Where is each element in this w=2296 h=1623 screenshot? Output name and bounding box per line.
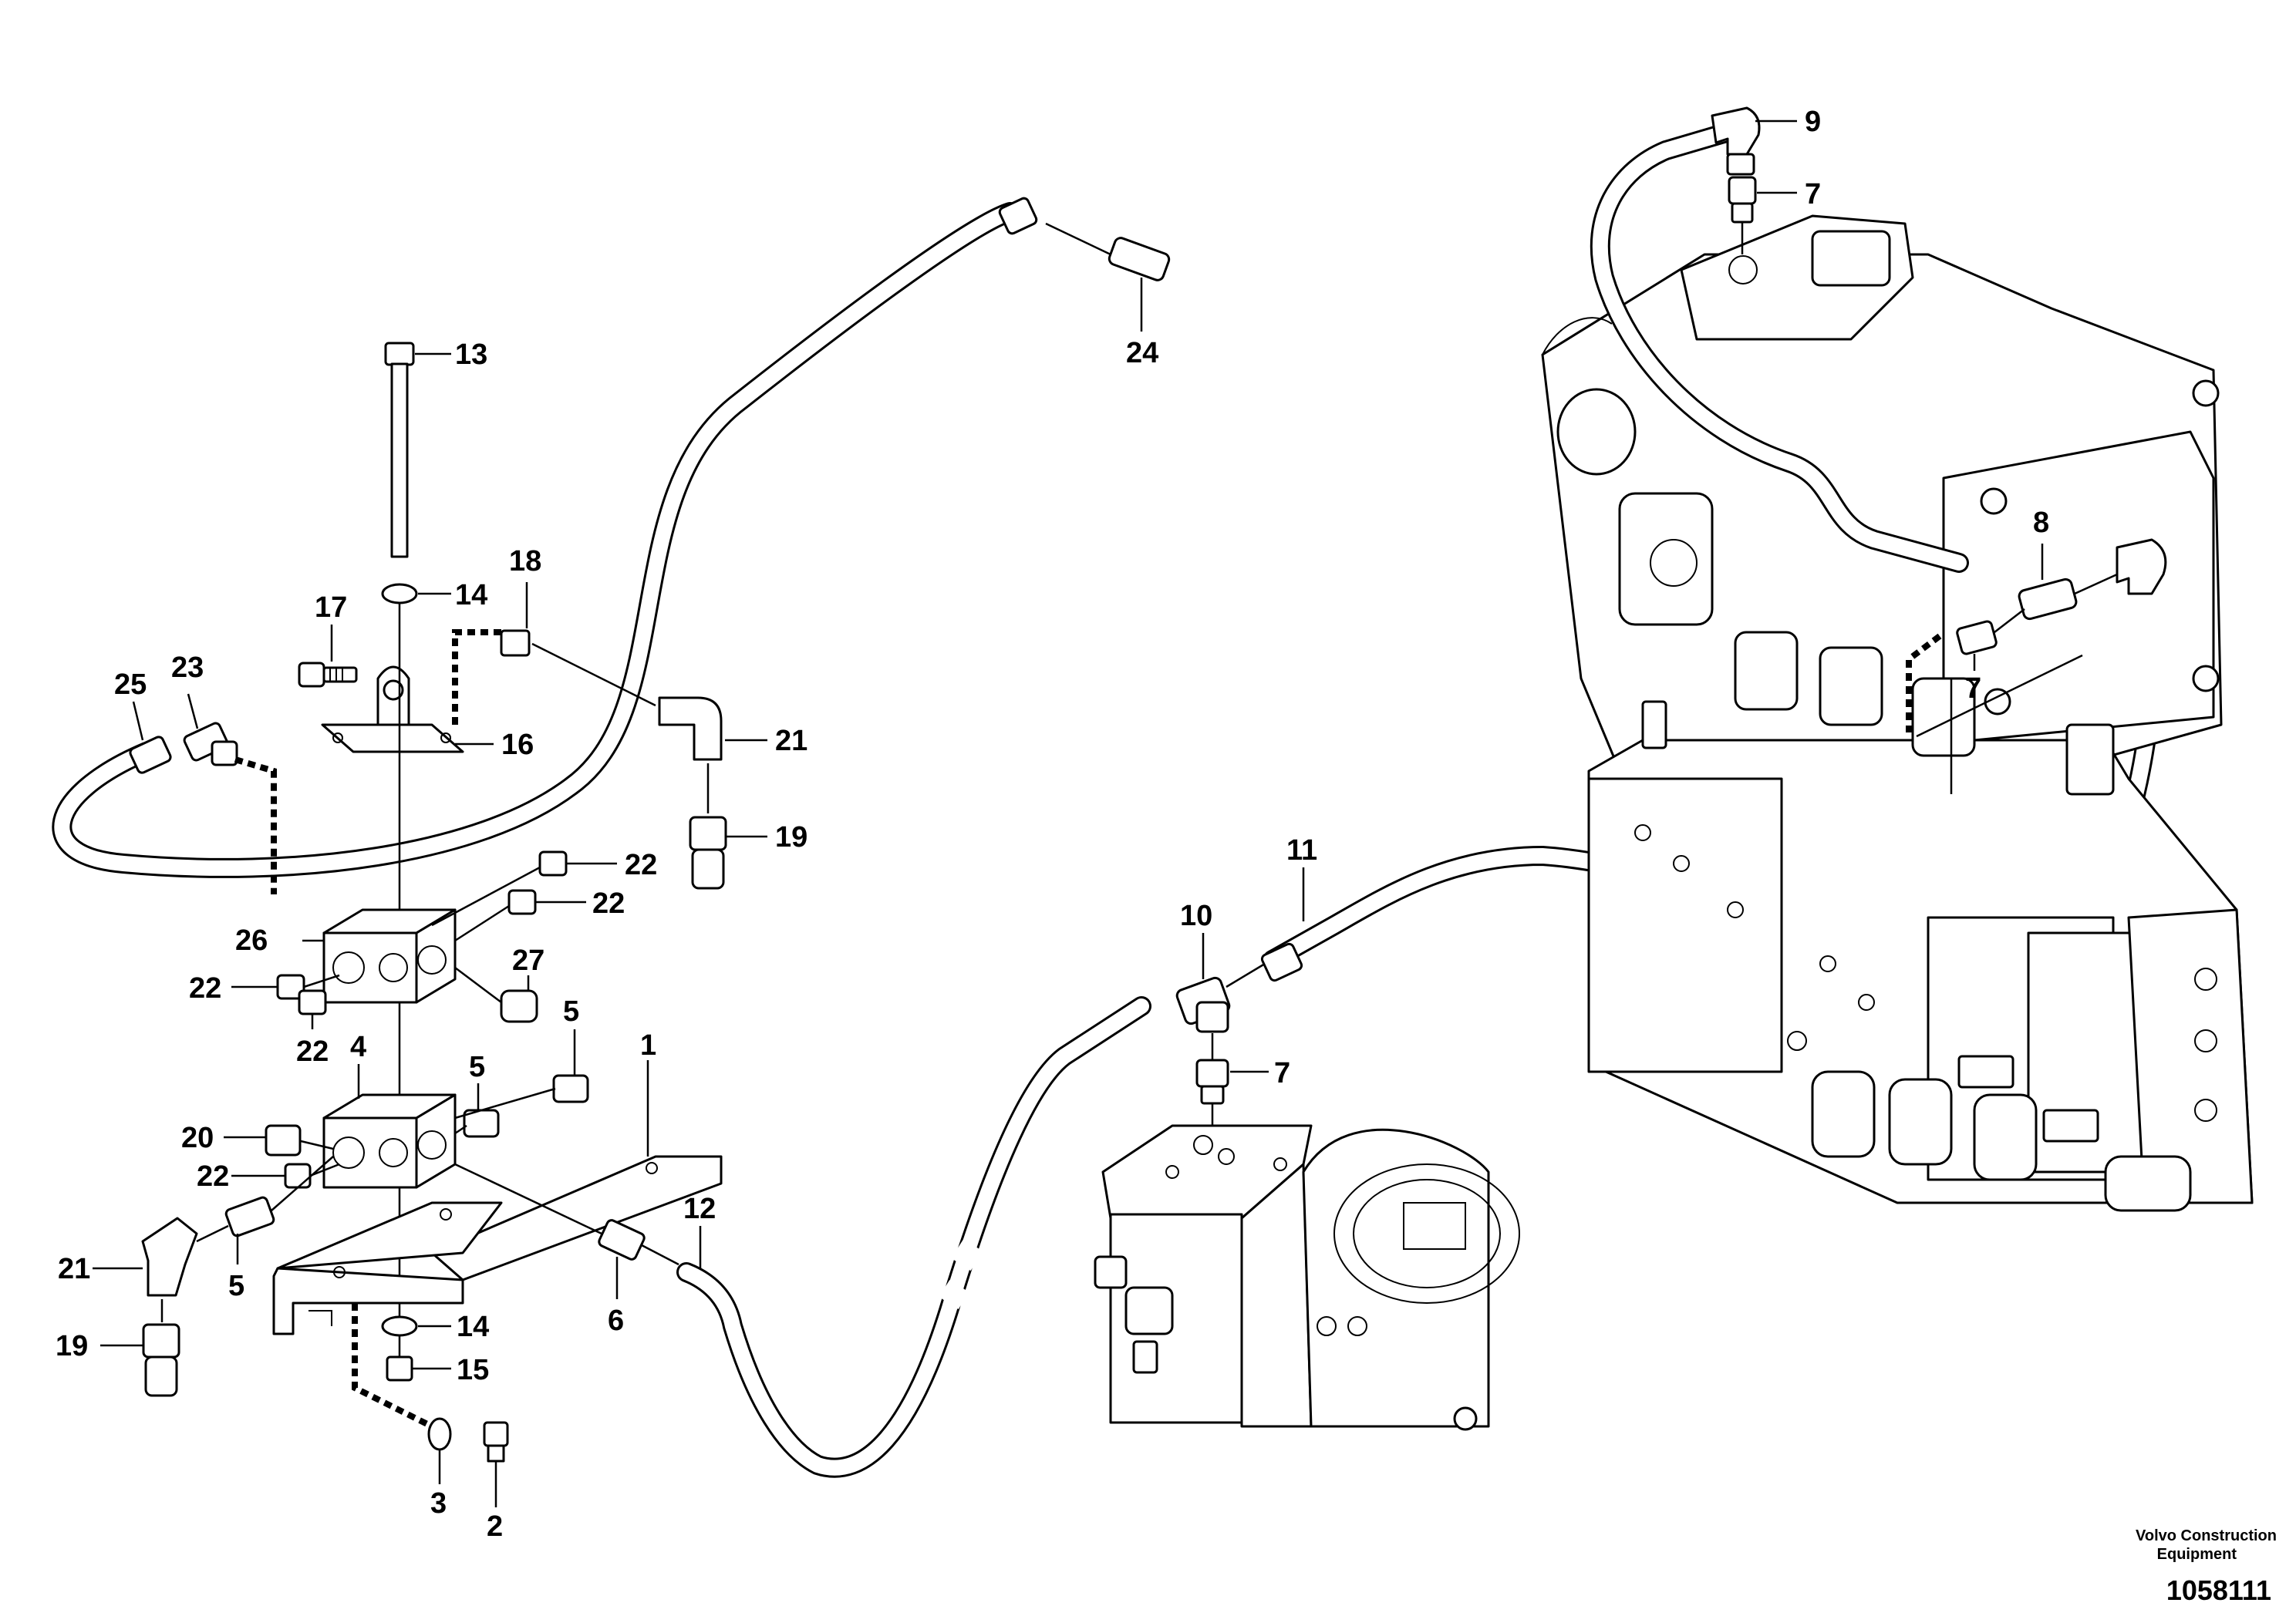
callout-5: 5 [228, 1270, 244, 1302]
brand-line-2: Equipment [2157, 1546, 2237, 1563]
callout-8: 8 [2033, 507, 2049, 539]
callout-21: 21 [58, 1253, 90, 1285]
callout-22: 22 [592, 887, 625, 920]
callout-17: 17 [315, 591, 347, 624]
callout-15: 15 [457, 1354, 489, 1386]
callout-1: 1 [640, 1029, 656, 1062]
callout-18: 18 [509, 545, 541, 577]
adapter-19-upper [689, 816, 767, 890]
bracket-16 [321, 665, 494, 753]
callout-13: 13 [455, 338, 487, 371]
callout-5: 5 [563, 995, 579, 1028]
callout-7: 7 [1965, 672, 1981, 705]
elbow-9 [1711, 106, 1797, 176]
fitting-8 [2018, 538, 2167, 621]
callout-27: 27 [512, 945, 544, 977]
callout-7: 7 [1274, 1057, 1290, 1089]
footer-brand: Volvo Construction Equipment 1058111 [2136, 1527, 2277, 1606]
callout-25: 25 [114, 668, 147, 701]
document-number: 1058111 [2166, 1574, 2271, 1606]
adapter-7-top [1728, 176, 1797, 254]
tee-fitting-10 [1175, 933, 1266, 1033]
control-valve-body [1587, 631, 2254, 1212]
callout-20: 20 [181, 1122, 214, 1154]
callout-22: 22 [189, 972, 221, 1005]
valve-block-lower [1094, 1124, 1520, 1431]
bracket-1 [272, 1060, 723, 1335]
callout-23: 23 [171, 652, 204, 684]
callout-6: 6 [608, 1305, 624, 1337]
callout-19: 19 [56, 1330, 88, 1362]
callout-9: 9 [1805, 106, 1821, 138]
adapter-7-right [1906, 608, 2083, 794]
callout-14: 14 [455, 579, 487, 611]
hose-line-9-8 [1590, 121, 1969, 573]
main-pump-assembly [1541, 214, 2223, 780]
elbow-21-upper [531, 642, 767, 813]
fitting-5-lower [196, 1156, 334, 1264]
fitting-24 [998, 197, 1171, 332]
callout-7: 7 [1805, 178, 1821, 210]
adapter-19-lower [100, 1323, 180, 1397]
callout-22: 22 [197, 1160, 229, 1193]
washer-3-bolt-2 [352, 1303, 509, 1507]
bolt-13 [384, 342, 451, 558]
callout-22: 22 [625, 849, 657, 881]
callout-21: 21 [775, 725, 807, 757]
callout-5: 5 [469, 1051, 485, 1083]
callout-14: 14 [457, 1311, 489, 1343]
callout-26: 26 [235, 924, 268, 957]
hose-line-12-10 [676, 996, 1151, 1478]
callout-19: 19 [775, 821, 807, 854]
nut-15 [386, 1355, 451, 1382]
callout-16: 16 [501, 729, 534, 761]
brand-line-1: Volvo Construction [2136, 1527, 2277, 1544]
manifold-block-4 [322, 1064, 457, 1189]
washer-14-lower [381, 1315, 451, 1337]
fitting-25-23 [129, 693, 277, 894]
callout-4: 4 [350, 1031, 366, 1063]
callout-3: 3 [430, 1487, 447, 1520]
nut-18 [452, 582, 531, 725]
callout-24: 24 [1126, 337, 1158, 369]
elbow-21-lower [93, 1217, 198, 1322]
fitting-6 [454, 1163, 679, 1299]
callout-22: 22 [296, 1035, 329, 1068]
callout-12: 12 [683, 1193, 716, 1225]
callout-2: 2 [487, 1510, 503, 1543]
cap-27 [454, 967, 538, 1023]
plugs-22-group-upper [231, 850, 617, 1029]
plug-17 [298, 625, 358, 688]
callout-11: 11 [1286, 834, 1317, 867]
washer-14-top [381, 583, 451, 604]
hose-line-25-24 [52, 202, 1020, 878]
adapter-7-lower [1195, 1033, 1269, 1141]
callout-10: 10 [1180, 900, 1212, 932]
manifold-block-26 [302, 908, 457, 1004]
callout-labels: 9 7 24 13 14 18 17 16 21 25 23 19 22 22 … [56, 106, 2049, 1543]
